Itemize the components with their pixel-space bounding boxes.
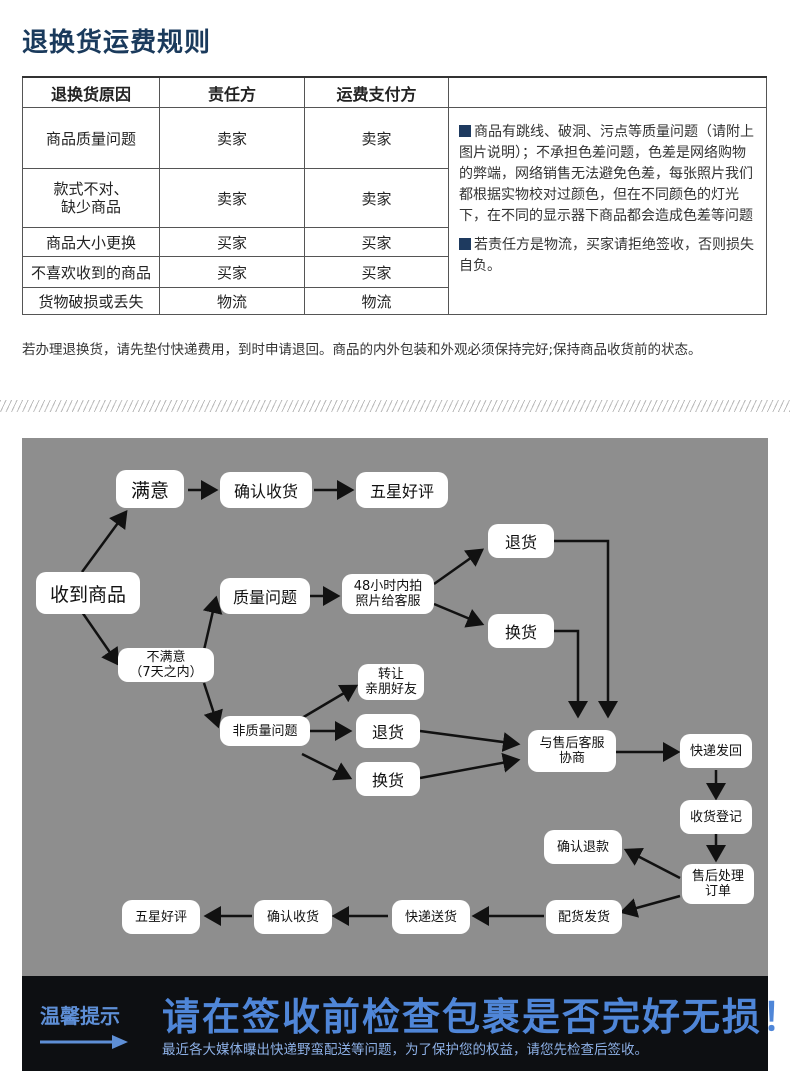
- bullet-square-icon: [459, 125, 471, 137]
- arrow: [301, 684, 359, 720]
- flow-receive-goods: 收到商品: [36, 572, 140, 614]
- arrow: [202, 682, 223, 729]
- page-title: 退换货运费规则: [22, 28, 212, 58]
- flow-express-delivery: 快递送货: [392, 900, 470, 934]
- responsible-cell: 买家: [159, 256, 305, 288]
- arrow: [301, 752, 353, 781]
- arrow: [433, 548, 485, 586]
- return-process-flowchart: 收到商品 满意 确认收货 五星好评 不满意 （7天之内） 质量问题 48小时内拍…: [22, 438, 768, 976]
- col-header-reason: 退换货原因: [22, 76, 160, 108]
- flow-confirm-refund: 确认退款: [544, 830, 622, 864]
- banner-subtext: 最近各大媒体曝出快递野蛮配送等问题，为了保护您的权益，请您先检查后签收。: [162, 1042, 648, 1058]
- tips-label: 温馨提示: [40, 1004, 120, 1028]
- flow-transfer-friend: 转让 亲朋好友: [358, 664, 424, 700]
- payer-cell: 物流: [304, 287, 449, 315]
- flow-satisfied: 满意: [116, 470, 184, 508]
- flow-express-return: 快递发回: [680, 734, 752, 768]
- flow-photo-48h: 48小时内拍 照片给客服: [342, 574, 434, 614]
- bullet-square-icon: [459, 238, 471, 250]
- note-quality: 商品有跳线、破洞、污点等质量问题（请附上图片说明）；不承担色差问题，色差是网络购…: [459, 124, 754, 224]
- flow-aftersale-order: 售后处理 订单: [682, 864, 754, 904]
- flow-unsatisfied: 不满意 （7天之内）: [118, 648, 214, 682]
- flow-five-star-top: 五星好评: [356, 472, 448, 508]
- refund-footnote: 若办理退换货，请先垫付快递费用，到时申请退回。商品的内外包装和外观必须保持完好;…: [22, 342, 702, 358]
- col-header-payer: 运费支付方: [304, 76, 449, 108]
- notes-cell: 商品有跳线、破洞、污点等质量问题（请附上图片说明）；不承担色差问题，色差是网络购…: [448, 107, 767, 315]
- reason-cell: 款式不对、 缺少商品: [22, 168, 160, 228]
- payer-cell: 买家: [304, 256, 449, 288]
- flow-five-star-bottom: 五星好评: [122, 900, 200, 934]
- arrow: [80, 509, 128, 573]
- arrow: [80, 611, 120, 667]
- flow-exchange-top: 换货: [488, 614, 554, 648]
- right-arrow-icon: [40, 1035, 128, 1049]
- flow-return-mid: 退货: [356, 714, 420, 748]
- warning-banner: 温馨提示 请在签收前检查包裹是否完好无损！ 最近各大媒体曝出快递野蛮配送等问题，…: [22, 976, 790, 1071]
- arrow: [623, 848, 681, 880]
- flow-confirm-receipt-top: 确认收货: [220, 472, 312, 508]
- reason-cell: 不喜欢收到的商品: [22, 256, 160, 288]
- responsible-cell: 买家: [159, 227, 305, 257]
- arrow: [202, 595, 223, 651]
- arrow: [433, 602, 485, 628]
- payer-cell: 买家: [304, 227, 449, 257]
- responsible-cell: 卖家: [159, 107, 305, 169]
- flow-exchange-mid: 换货: [356, 762, 420, 796]
- flow-negotiate-aftersale: 与售后客服 协商: [528, 730, 616, 772]
- responsible-cell: 卖家: [159, 168, 305, 228]
- reason-cell: 商品质量问题: [22, 107, 160, 169]
- arrow: [619, 894, 681, 918]
- shipping-rules-table: 退换货原因 责任方 运费支付方 商品质量问题 卖家 卖家 商品有跳线、破洞、污点…: [22, 76, 767, 315]
- arrow: [419, 752, 521, 780]
- col-header-responsible: 责任方: [159, 76, 305, 108]
- col-header-notes: [448, 76, 767, 108]
- flow-arrows: [80, 480, 726, 926]
- responsible-cell: 物流: [159, 287, 305, 315]
- flow-return-top: 退货: [488, 524, 554, 558]
- reason-cell: 货物破损或丢失: [22, 287, 160, 315]
- note-logistics: 若责任方是物流，买家请拒绝签收，否则损失自负。: [459, 237, 754, 274]
- payer-cell: 卖家: [304, 107, 449, 169]
- payer-cell: 卖家: [304, 168, 449, 228]
- flow-non-quality-issue: 非质量问题: [220, 716, 310, 746]
- flow-quality-issue: 质量问题: [220, 578, 310, 614]
- decorative-divider: [0, 400, 790, 412]
- flow-ship-goods: 配货发货: [546, 900, 622, 934]
- flow-receipt-register: 收货登记: [680, 800, 752, 834]
- banner-headline: 请在签收前检查包裹是否完好无损！: [162, 995, 790, 1039]
- reason-cell: 商品大小更换: [22, 227, 160, 257]
- arrow: [419, 729, 521, 752]
- arrow: [554, 629, 588, 719]
- arrow: [554, 539, 618, 719]
- flow-confirm-receipt-bottom: 确认收货: [254, 900, 332, 934]
